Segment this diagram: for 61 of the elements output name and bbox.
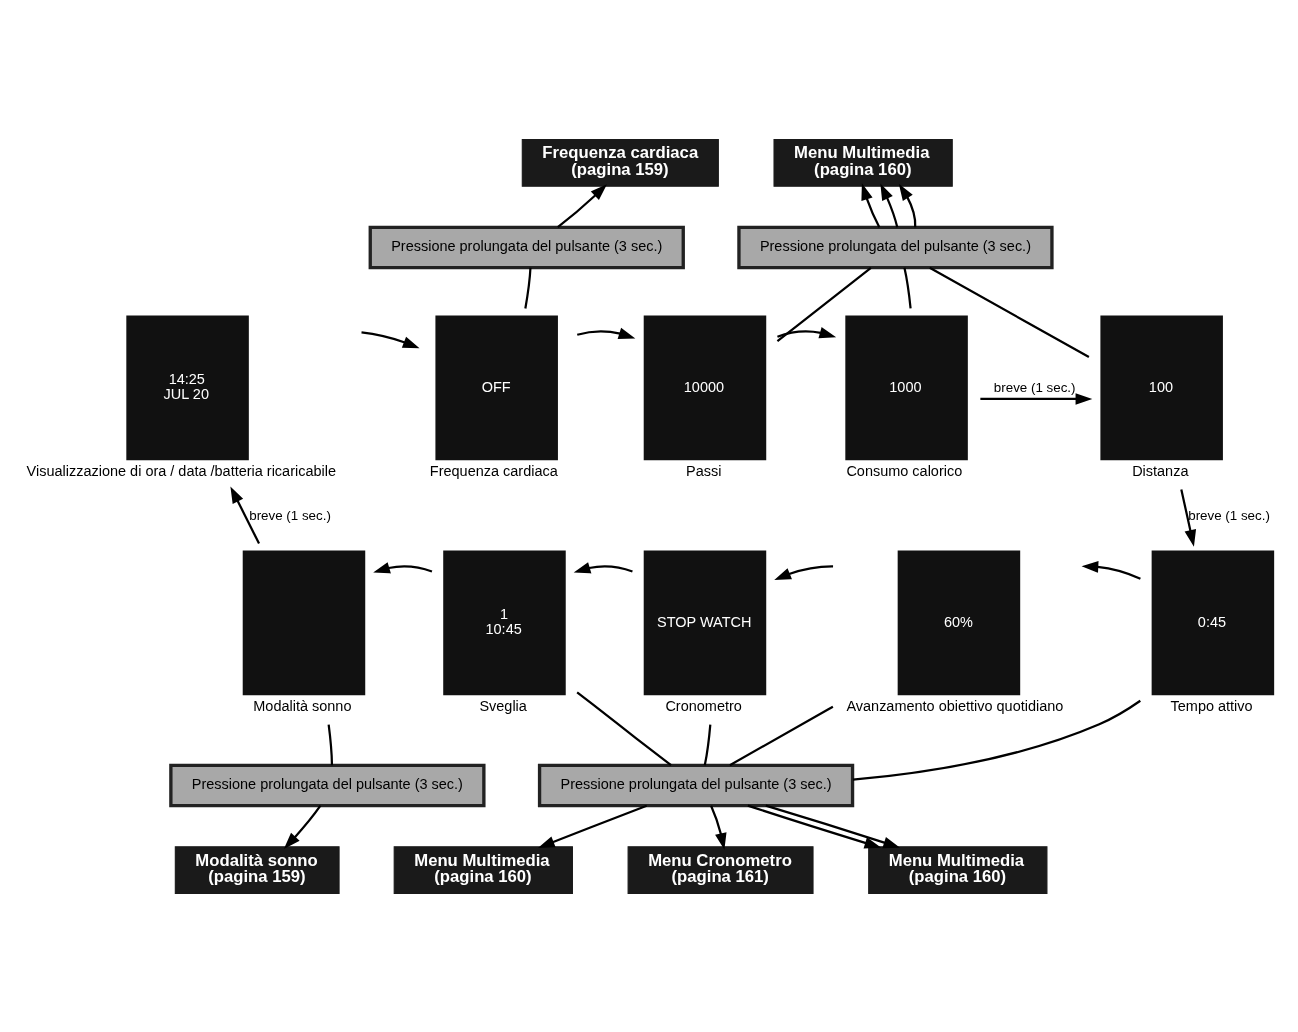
connector: [576, 690, 672, 766]
node-box: 14:25 JUL 20: [126, 314, 249, 460]
node-label: Consumo calorico: [846, 462, 963, 479]
edge-label: breve (1 sec.): [1188, 507, 1270, 523]
arrow: [710, 804, 727, 850]
arrow: [361, 330, 420, 348]
node-box: Pressione prolungata del pulsante (3 sec.): [368, 225, 685, 269]
arrow: [747, 804, 882, 848]
arrow: [230, 485, 260, 544]
edge-label: breve (1 sec.): [249, 507, 331, 523]
node-box: Pressione prolungata del pulsante (3 sec.): [537, 763, 855, 807]
node-box: 100: [1100, 314, 1223, 460]
node-box: 0:45: [1151, 549, 1275, 695]
node-label: Tempo attivo: [1170, 697, 1253, 714]
arrow: [283, 804, 322, 849]
node-label: Sveglia: [479, 697, 527, 714]
arrow: [774, 564, 834, 580]
arrow: [880, 182, 899, 227]
arrow: [980, 392, 1093, 405]
node-box: Pressione prolungata del pulsante (3 sec.): [737, 225, 1054, 269]
node-box: Modalità sonno (pagina 159): [174, 845, 340, 894]
edge-label: breve (1 sec.): [993, 379, 1076, 395]
connector: [776, 266, 872, 342]
arrow: [573, 561, 633, 573]
node-label: Distanza: [1132, 462, 1189, 479]
node-box: 1 10:45: [443, 549, 566, 695]
node-box: STOP WATCH: [643, 549, 767, 695]
node-label: Frequenza cardiaca: [429, 462, 558, 479]
arrow: [373, 561, 433, 573]
arrow: [861, 182, 881, 228]
node-box: Menu Multimedia (pagina 160): [773, 138, 953, 187]
arrow: [576, 327, 636, 339]
node-box: 10000: [643, 314, 767, 460]
node-label: Passi: [686, 462, 722, 479]
node-box: 60%: [897, 549, 1021, 695]
node-label: Cronometro: [665, 697, 742, 714]
arrow: [898, 183, 917, 227]
arrow: [765, 804, 901, 848]
node-box: Pressione prolungata del pulsante (3 sec.): [169, 763, 486, 807]
connector: [703, 723, 712, 766]
node-box: Frequenza cardiaca (pagina 159): [521, 138, 719, 187]
node-box: 1000: [845, 314, 968, 460]
connector: [852, 699, 1141, 781]
node-box: OFF: [435, 314, 558, 460]
node-box: [242, 549, 366, 695]
connector: [729, 705, 834, 766]
connector: [929, 266, 1090, 358]
connector: [327, 723, 334, 765]
node-box: Menu Multimedia (pagina 160): [868, 845, 1048, 894]
node-box: Menu Cronometro (pagina 161): [627, 845, 814, 894]
node-label: Avanzamento obiettivo quotidiano: [846, 697, 1064, 714]
connector: [524, 267, 532, 309]
node-label: Modalità sonno: [253, 697, 352, 714]
arrow: [557, 183, 607, 228]
connector: [903, 267, 912, 309]
arrow: [1180, 488, 1197, 547]
node-box: Menu Multimedia (pagina 160): [393, 845, 573, 894]
arrow: [1081, 560, 1141, 580]
arrow: [777, 326, 837, 338]
node-label: Visualizzazione di ora / data /batteria ricaricabile: [26, 462, 336, 479]
arrow: [537, 804, 648, 848]
